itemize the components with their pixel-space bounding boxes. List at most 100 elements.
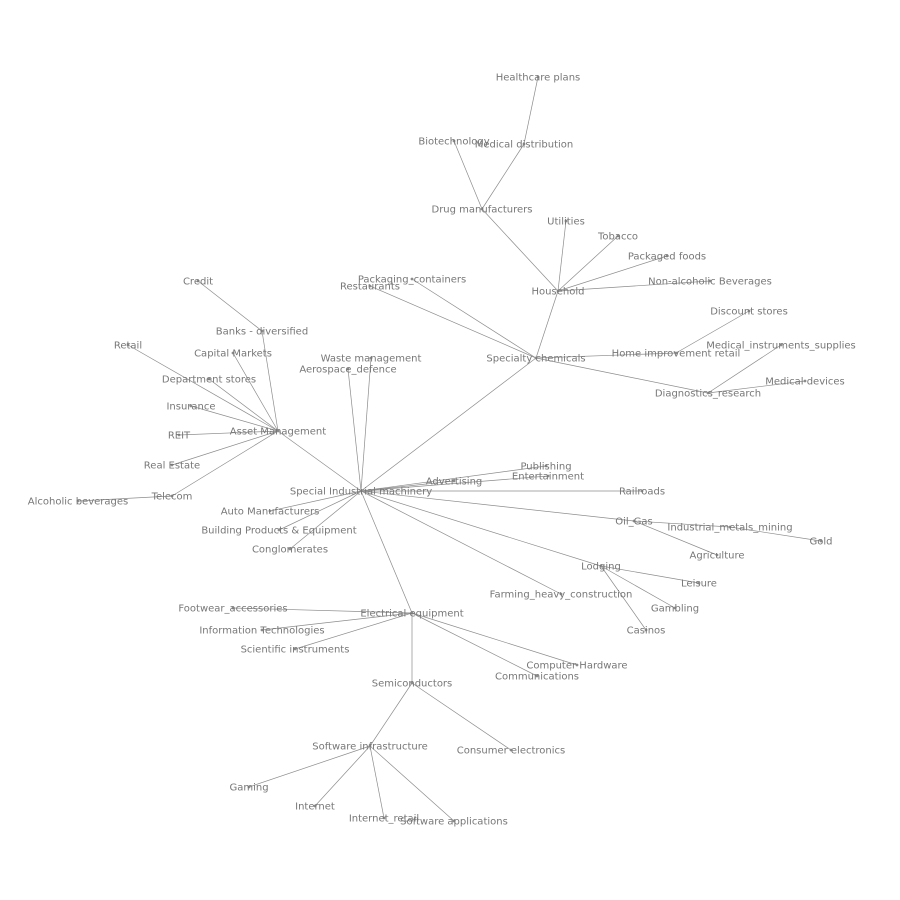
edge-conglomerates-to-special-industrial-machinery: [289, 490, 362, 550]
edge-lodging-to-special-industrial-machinery: [360, 490, 602, 567]
edge-communications-to-electrical-equipment: [411, 612, 538, 677]
node-label-diagnostics-research: Diagnostics_research: [655, 389, 761, 400]
node-label-household: Household: [532, 287, 585, 298]
node-medical-instruments-supplies: [779, 343, 783, 347]
edge-computer-hardware-to-electrical-equipment: [411, 612, 578, 666]
node-label-specialty-chemicals: Specialty chemicals: [486, 354, 585, 365]
node-software-applications: [452, 819, 456, 823]
node-label-restaurants: Restaurants: [340, 282, 400, 293]
node-scientific-instruments: [293, 647, 297, 651]
edge-software-infrastructure-to-semiconductors: [369, 682, 413, 747]
edge-entertainment-to-special-industrial-machinery: [360, 475, 549, 492]
node-publishing: [544, 464, 548, 468]
node-packaging-containers: [410, 277, 414, 281]
node-label-conglomerates: Conglomerates: [252, 545, 328, 556]
node-label-gambling: Gambling: [651, 604, 699, 615]
node-label-electrical-equipment: Electrical equipment: [360, 609, 463, 620]
node-non-alcoholic-beverages: [708, 279, 712, 283]
node-auto-manufacturers: [268, 509, 272, 513]
node-label-real-estate: Real Estate: [144, 461, 200, 472]
edge-information-technologies-to-electrical-equipment: [261, 612, 413, 631]
node-building-products-equipment: [277, 528, 281, 532]
node-label-telecom: Telecom: [151, 492, 193, 503]
node-label-advertising: Advertising: [426, 477, 483, 488]
node-gaming: [247, 785, 251, 789]
node-label-biotechnology: Biotechnology: [418, 137, 489, 148]
node-lodging: [599, 564, 603, 568]
edge-waste-management-to-special-industrial-machinery: [360, 357, 372, 492]
edge-software-applications-to-software-infrastructure: [369, 745, 455, 822]
node-tobacco: [616, 234, 620, 238]
edge-retail-to-asset-management: [127, 344, 279, 432]
node-label-consumer-electronics: Consumer electronics: [457, 746, 566, 757]
node-label-non-alcoholic-beverages: Non-alcoholic Beverages: [648, 277, 772, 288]
edge-farming-heavy-construction-to-special-industrial-machinery: [360, 490, 562, 595]
node-information-technologies: [260, 628, 264, 632]
node-label-discount-stores: Discount stores: [710, 307, 788, 318]
node-label-computer-hardware: Computer Hardware: [526, 661, 627, 672]
edge-specialty-chemicals-to-diagnostics-research: [535, 357, 709, 394]
edge-casinos-to-lodging: [600, 565, 647, 631]
node-label-medical-distribution: Medical distribution: [475, 140, 573, 151]
node-healthcare-plans: [536, 75, 540, 79]
edge-home-improvement-retail-to-specialty-chemicals: [535, 352, 677, 359]
node-aerospace-defence: [346, 367, 350, 371]
edge-aerospace-defence-to-special-industrial-machinery: [347, 368, 362, 492]
edge-healthcare-plans-to-medical-distribution: [523, 76, 539, 145]
node-internet: [313, 804, 317, 808]
edge-telecom-to-asset-management: [171, 430, 279, 497]
node-label-leisure: Leisure: [681, 579, 717, 590]
node-label-auto-manufacturers: Auto Manufacturers: [221, 507, 320, 518]
edge-specialty-chemicals-to-special-industrial-machinery: [360, 357, 537, 492]
edge-medical-devices-to-diagnostics-research: [707, 380, 806, 394]
edge-non-alcoholic-beverages-to-household: [557, 280, 711, 292]
node-label-special-industrial-machinery: Special Industrial machinery: [290, 487, 432, 498]
node-label-retail: Retail: [114, 341, 142, 352]
node-banks-diversified: [260, 329, 264, 333]
node-insurance: [189, 404, 193, 408]
node-label-credit: Credit: [183, 277, 213, 288]
edge-gold-to-industrial-metals-mining: [729, 526, 822, 542]
node-label-reit: REIT: [168, 431, 191, 442]
node-alcoholic-beverages: [76, 499, 80, 503]
node-internet-retail: [382, 816, 386, 820]
node-capital-markets: [231, 351, 235, 355]
node-gambling: [673, 606, 677, 610]
node-label-agriculture: Agriculture: [690, 551, 745, 562]
edge-consumer-electronics-to-semiconductors: [411, 682, 512, 751]
node-label-lodging: Lodging: [581, 562, 621, 573]
edge-gambling-to-lodging: [600, 565, 676, 609]
node-label-aerospace-defence: Aerospace_defence: [299, 365, 396, 376]
edge-scientific-instruments-to-electrical-equipment: [294, 612, 413, 650]
node-label-healthcare-plans: Healthcare plans: [496, 73, 581, 84]
node-label-communications: Communications: [495, 672, 579, 683]
edge-medical-distribution-to-drug-manufacturers: [481, 143, 525, 210]
node-medical-devices: [803, 379, 807, 383]
edge-household-to-specialty-chemicals: [535, 290, 559, 359]
node-label-semiconductors: Semiconductors: [372, 679, 453, 690]
node-label-medical-devices: Medical devices: [765, 377, 845, 388]
edge-oil-gas-to-special-industrial-machinery: [360, 490, 635, 522]
node-label-software-applications: Software applications: [400, 817, 508, 828]
node-label-drug-manufacturers: Drug manufacturers: [432, 205, 533, 216]
node-software-infrastructure: [368, 744, 372, 748]
node-packaged-foods: [665, 254, 669, 258]
edge-insurance-to-asset-management: [190, 405, 279, 432]
edge-gaming-to-software-infrastructure: [248, 745, 371, 788]
edge-internet-to-software-infrastructure: [314, 745, 371, 807]
node-biotechnology: [452, 139, 456, 143]
node-label-home-improvement-retail: Home improvement retail: [612, 349, 741, 360]
node-specialty-chemicals: [534, 356, 538, 360]
edge-auto-manufacturers-to-special-industrial-machinery: [269, 490, 362, 512]
node-label-waste-management: Waste management: [321, 354, 422, 365]
node-label-utilities: Utilities: [547, 217, 585, 228]
node-label-banks-diversified: Banks - diversified: [216, 327, 308, 338]
node-household: [556, 289, 560, 293]
edge-biotechnology-to-drug-manufacturers: [453, 140, 483, 210]
edge-building-products-equipment-to-special-industrial-machinery: [278, 490, 362, 531]
node-diagnostics-research: [706, 391, 710, 395]
node-label-software-infrastructure: Software infrastructure: [312, 742, 428, 753]
node-farming-heavy-construction: [559, 592, 563, 596]
node-label-footwear-accessories: Footwear_accessories: [178, 604, 287, 615]
node-label-packaged-foods: Packaged foods: [628, 252, 706, 263]
